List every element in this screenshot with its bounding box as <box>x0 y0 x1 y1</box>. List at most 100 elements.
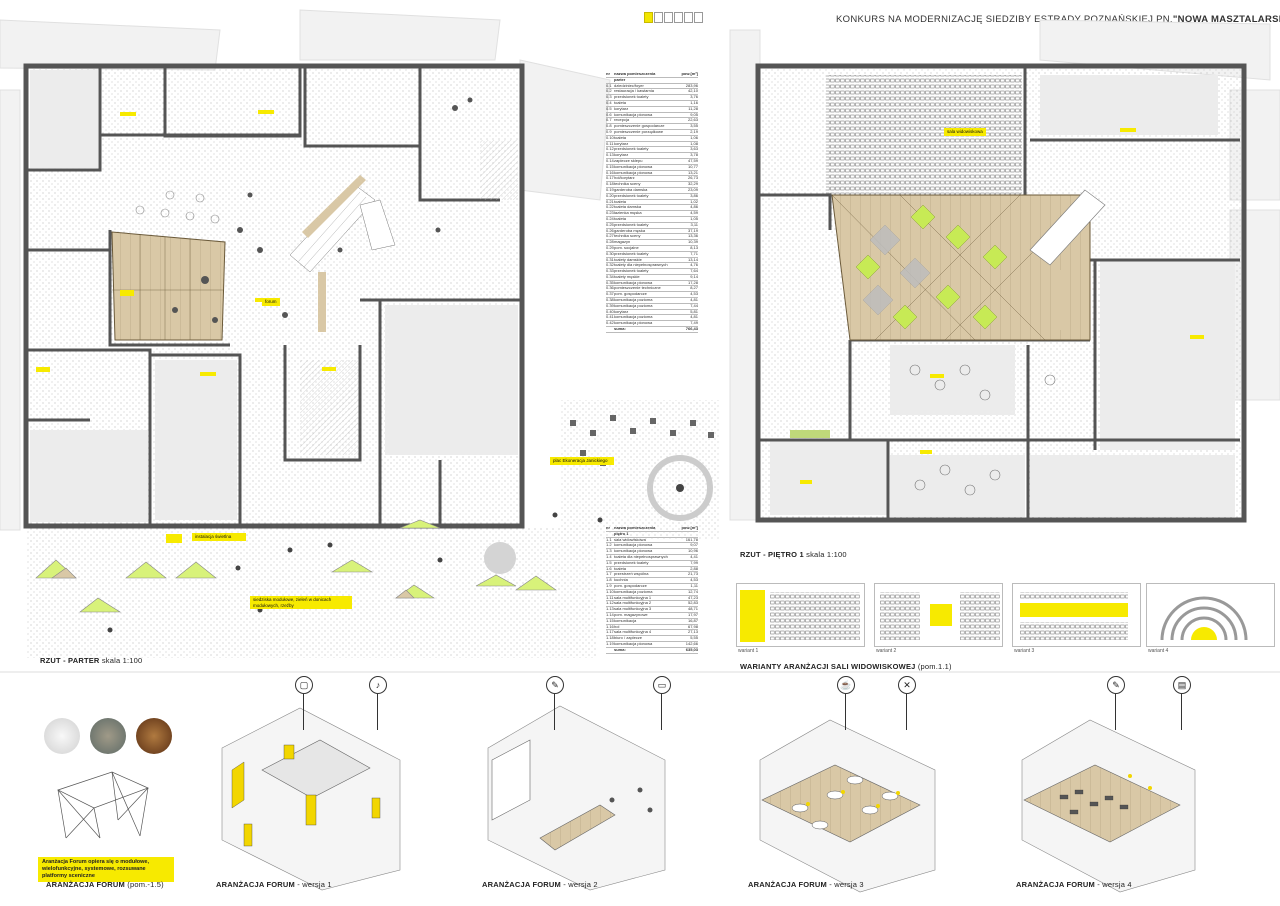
table-cell: pom. gospodarcze <box>614 292 647 297</box>
variant-4-drawing <box>1160 596 1248 641</box>
table-cell: pow.[m²] <box>681 72 698 76</box>
street-plaza <box>26 400 720 658</box>
table-cell: 10,39 <box>687 240 698 245</box>
page-indicator-square <box>644 12 653 23</box>
forum-version-3 <box>759 719 936 893</box>
table-cell: 0.12 <box>606 147 614 152</box>
cutlery-icon: ✕ <box>898 676 916 694</box>
table-cell: pom. socjalne <box>614 245 639 250</box>
table-cell: 142,66 <box>685 641 698 646</box>
table-cell <box>680 532 698 537</box>
table-cell: 23,09 <box>687 187 698 192</box>
table-cell: hol <box>614 624 620 629</box>
table-cell: pom. magazynowe <box>614 612 648 617</box>
table-cell: 17,97 <box>687 612 698 617</box>
table-cell: korytarz <box>614 153 629 158</box>
table-cell: 0.10 <box>606 135 614 140</box>
ground-floor-title: RZUT - PARTER <box>40 656 100 665</box>
table-cell: przedsionek toalety <box>614 251 649 256</box>
material-sample-white <box>44 718 80 754</box>
forum-v1-caption: ARANŻACJA FORUM - wersja 1 <box>216 880 332 889</box>
variant-1-drawing <box>740 590 860 642</box>
table-cell: 0.22 <box>606 205 614 210</box>
table-cell <box>606 532 614 537</box>
hall-tag: sala widowiskowa <box>944 128 986 136</box>
table-cell: 11,28 <box>688 106 698 111</box>
table-cell: 1.14 <box>606 612 614 617</box>
table-cell: 3,11 <box>690 222 699 227</box>
table-cell: restauracja / kawiarnia <box>614 89 655 94</box>
table-cell: komunikacja pozioma <box>614 589 653 594</box>
table-cell: 10,96 <box>687 549 698 554</box>
table-cell: 9,05 <box>690 112 698 117</box>
table-cell: dziedziniec/foyer <box>614 83 644 88</box>
table-cell: 0.3 <box>606 95 612 100</box>
table-cell: 1.6 <box>606 566 612 571</box>
variants-title-room: (pom.1.1) <box>917 662 952 671</box>
table-cell: 766,43 <box>685 327 698 332</box>
table-cell: korytarz <box>614 309 629 314</box>
table-cell: 4,53 <box>690 292 698 297</box>
forum-tag: forum <box>262 298 280 306</box>
table-cell: 3,78 <box>690 153 698 158</box>
table-cell: 4,53 <box>690 578 698 583</box>
table-cell: 67,98 <box>687 624 698 629</box>
table-cell: 1.9 <box>606 583 612 588</box>
table-cell: 48,71 <box>687 607 698 612</box>
dining-icon: ☕ <box>837 676 855 694</box>
table-cell: komunikacja pionowa <box>614 549 653 554</box>
table-cell: 0.27 <box>606 234 614 239</box>
table-cell: 3,55 <box>690 124 698 129</box>
table-cell: 10,77 <box>687 164 698 169</box>
table-cell: łazienka męska <box>614 211 642 216</box>
table-cell: toalety dla niepełnosprawnych <box>614 263 668 268</box>
table-cell <box>606 78 614 83</box>
forum-v1-suffix: - wersja 1 <box>297 880 332 889</box>
table-cell: toalety damskie <box>614 257 642 262</box>
variant-caption-2: wariant 2 <box>876 648 897 654</box>
table-cell: komunikacja pionowa <box>614 112 653 117</box>
table-cell: 0.33 <box>606 269 614 274</box>
table-cell: 0.5 <box>606 106 612 111</box>
table-cell: komunikacja pionowa <box>614 641 653 646</box>
exhibition-icon: ▢ <box>295 676 313 694</box>
table-cell <box>680 78 698 83</box>
table-cell: 22,63 <box>687 118 698 123</box>
variant-3-drawing <box>1020 592 1128 640</box>
table-cell: 0.39 <box>606 303 614 308</box>
table-cell: 52,83 <box>687 601 698 606</box>
table-cell: 7,44 <box>690 303 698 308</box>
variant-caption-1: wariant 1 <box>738 648 759 654</box>
table-cell: 0.2 <box>606 89 612 94</box>
first-floor-label: RZUT - PIĘTRO 1 skala 1:100 <box>740 550 847 559</box>
table-cell: 13,36 <box>687 234 698 239</box>
table-cell: zaplecze sklepu <box>614 158 643 163</box>
table-cell: 9,07 <box>690 543 698 548</box>
table-cell: pomieszczenie gospodarcze <box>614 124 665 129</box>
table-cell: 9,14 <box>690 274 698 279</box>
table-section-row: piętro 1 <box>606 532 698 538</box>
table-cell: 161,78 <box>685 537 698 542</box>
forum-v4-suffix: - wersja 4 <box>1097 880 1132 889</box>
table-cell: 1.5 <box>606 560 612 565</box>
table-sum-row: suma:766,43 <box>606 327 698 333</box>
forum-v2-caption: ARANŻACJA FORUM - wersja 2 <box>482 880 598 889</box>
